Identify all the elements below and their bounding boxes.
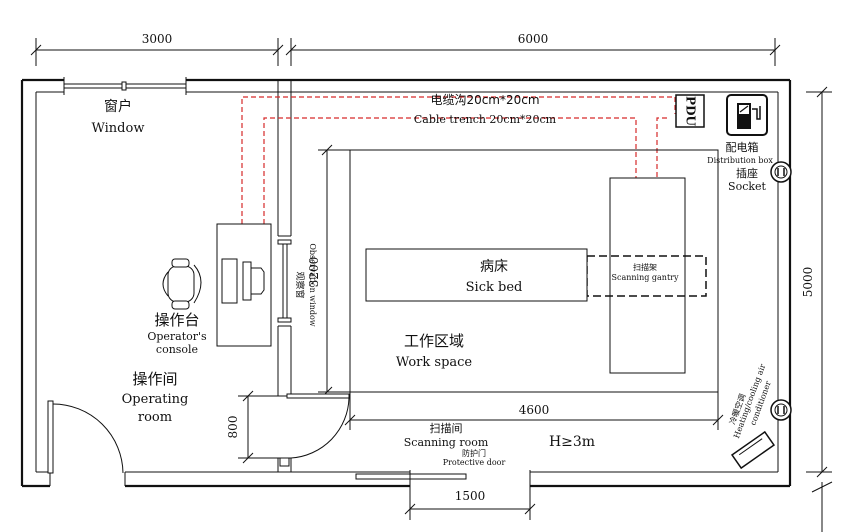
scanning-gantry	[609, 177, 686, 374]
dimension-top-left: 3000	[30, 32, 284, 66]
work-space-label-cn: 工作区域	[404, 332, 464, 350]
protective-door-label-en: Protective door	[443, 458, 506, 467]
chair-icon	[162, 258, 202, 310]
operator-console-label-en-1: Operator's	[147, 330, 207, 343]
cable-trench-label-cn: 电缆沟20cm*20cm	[430, 93, 539, 107]
observation-window-label-en: Observation window	[308, 243, 317, 326]
pdu-box	[675, 94, 705, 128]
distribution-box-icon	[726, 94, 768, 136]
operator-console-label-cn: 操作台	[154, 311, 199, 329]
operating-room-label-en-1: Operating	[122, 392, 189, 407]
socket-icon-lower	[770, 399, 792, 421]
scanning-room-door	[279, 393, 350, 467]
observation-window-label-cn: 观察窗	[294, 271, 306, 298]
dimension-3000-label: 3000	[142, 32, 173, 46]
window-label-cn: 窗户	[104, 98, 132, 115]
protective-door-label-cn: 防护门	[462, 448, 486, 458]
scanning-gantry-label-cn: 扫描架	[633, 262, 657, 272]
dimension-top-right: 6000	[285, 32, 781, 66]
dimension-4600-label: 4600	[519, 403, 550, 417]
distribution-box-label-cn: 配电箱	[726, 140, 759, 154]
height-note: H≥3m	[549, 434, 595, 450]
work-space-area	[349, 149, 719, 393]
scanning-gantry-label-en: Scanning gantry	[611, 273, 678, 282]
scanning-gantry-bore	[586, 255, 707, 297]
window-opening	[63, 77, 187, 95]
dimension-right: 5000	[801, 86, 832, 478]
protective-door	[355, 473, 467, 480]
operating-room-door	[47, 400, 124, 474]
distribution-box-label-en: Distribution box	[707, 156, 773, 165]
socket-label-en: Socket	[728, 180, 766, 193]
window-label-en: Window	[92, 121, 145, 136]
dimension-work-width: 4600	[344, 392, 724, 430]
socket-icon	[770, 161, 792, 183]
work-space-label-en: Work space	[396, 355, 473, 370]
walls	[20, 78, 792, 488]
operating-room-label-en-2: room	[138, 410, 172, 425]
air-conditioner-icon	[730, 430, 776, 470]
dimension-1500-label: 1500	[455, 489, 486, 503]
dimension-door-gap: 800	[226, 390, 278, 464]
sick-bed-label-en: Sick bed	[466, 280, 523, 295]
sick-bed	[365, 248, 588, 302]
cable-trench-label-en: Cable trench 20cm*20cm	[414, 113, 557, 126]
operator-console-label-en-2: console	[156, 343, 198, 356]
monitor-icon	[221, 258, 265, 304]
dimension-work-height: 3200	[307, 144, 350, 398]
cable-trench	[241, 96, 676, 224]
dimension-3200-label: 3200	[307, 257, 321, 288]
pdu-label: PDU	[684, 96, 698, 126]
scanning-room-label-en: Scanning room	[404, 436, 489, 449]
observation-window-opening	[277, 235, 292, 327]
sick-bed-label-cn: 病床	[480, 259, 508, 275]
dimension-5000-label: 5000	[801, 267, 815, 298]
dimension-6000-label: 6000	[518, 32, 549, 46]
socket-label-cn: 插座	[736, 166, 758, 180]
scanning-room-label-cn: 扫描间	[430, 421, 463, 435]
dimension-800-label: 800	[226, 416, 240, 439]
operating-room-label-cn: 操作间	[132, 370, 177, 388]
